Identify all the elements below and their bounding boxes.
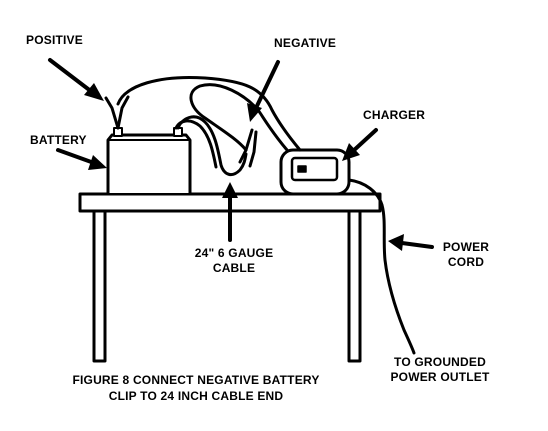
- cable-label: 24" 6 GAUGE CABLE: [186, 246, 282, 276]
- negative-label: NEGATIVE: [274, 36, 337, 50]
- power-cord-label-line1: POWER: [442, 240, 490, 254]
- charger-arrow: [342, 128, 378, 161]
- positive-arrow: [48, 58, 104, 101]
- battery-label: BATTERY: [30, 133, 87, 147]
- power-cord-label: POWER CORD: [436, 240, 496, 270]
- cable-label-line2: CABLE: [212, 261, 256, 275]
- power-cord-arrow: [388, 234, 434, 251]
- charger: [279, 148, 351, 196]
- figure-caption: FIGURE 8 CONNECT NEGATIVE BATTERY CLIP T…: [34, 372, 358, 404]
- outlet-label-line2: POWER OUTLET: [390, 370, 490, 384]
- power-cord-label-line2: CORD: [447, 255, 485, 269]
- caption-line2: CLIP TO 24 INCH CABLE END: [108, 389, 284, 403]
- gauge-cable: [174, 115, 248, 177]
- outlet-label-line1: TO GROUNDED: [394, 355, 486, 369]
- battery: [106, 127, 192, 195]
- positive-label: POSITIVE: [26, 33, 83, 47]
- cable-arrow: [222, 182, 238, 242]
- negative-cable: [189, 83, 289, 168]
- caption-line1: FIGURE 8 CONNECT NEGATIVE BATTERY: [72, 373, 320, 387]
- power-cord: [347, 178, 416, 355]
- negative-arrow: [247, 60, 280, 122]
- battery-arrow: [56, 148, 107, 170]
- positive-cable: [104, 76, 302, 152]
- charger-label: CHARGER: [363, 108, 426, 122]
- cable-label-line1: 24" 6 GAUGE: [194, 246, 274, 260]
- outlet-label: TO GROUNDED POWER OUTLET: [380, 355, 500, 385]
